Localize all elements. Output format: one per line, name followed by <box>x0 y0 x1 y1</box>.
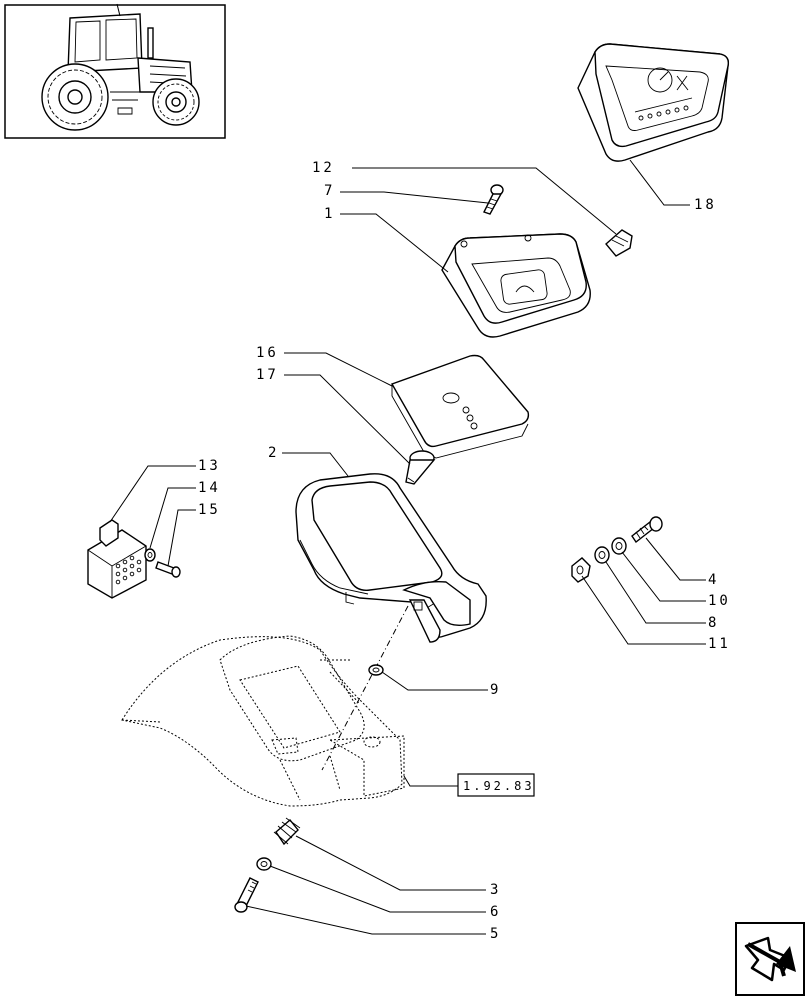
part-13-block <box>87 519 147 599</box>
callout-6: 6 <box>490 904 501 920</box>
part-4-bolt <box>631 516 663 544</box>
callout-5: 5 <box>490 926 501 942</box>
part-1-cluster-housing <box>441 233 591 338</box>
assembly-axis-line <box>321 605 409 771</box>
part-10-washer <box>611 537 627 555</box>
part-14-washer <box>144 548 156 562</box>
part-7-screw <box>483 184 504 215</box>
callout-13: 13 <box>198 458 221 474</box>
callout-16: 16 <box>256 345 279 361</box>
callout-4: 4 <box>708 572 719 588</box>
callout-7: 7 <box>324 183 335 199</box>
callout-9: 9 <box>490 682 501 698</box>
part-3-spring <box>273 817 301 846</box>
part-17-knob <box>405 450 436 485</box>
part-11-nut <box>571 557 591 583</box>
next-page-arrow-icon[interactable] <box>735 922 805 996</box>
callout-12: 12 <box>312 160 335 176</box>
tractor-thumbnail <box>4 3 226 139</box>
part-8-washer <box>594 546 610 564</box>
callout-11: 11 <box>708 636 731 652</box>
part-9-washer <box>368 664 384 676</box>
part-18-instrument-cluster <box>577 43 730 162</box>
dashboard-outline <box>121 635 405 807</box>
callout-8: 8 <box>708 615 719 631</box>
callout-2: 2 <box>268 445 279 461</box>
callout-1: 1 <box>324 206 335 222</box>
callout-14: 14 <box>198 480 221 496</box>
callout-3: 3 <box>490 882 501 898</box>
part-5-bolt <box>234 877 259 913</box>
part-15-screw <box>155 561 181 578</box>
block-dot-grid <box>115 555 142 585</box>
reference-box[interactable]: 1.92.83 <box>457 773 535 797</box>
callout-10: 10 <box>708 593 731 609</box>
leader-lines <box>109 159 706 935</box>
reference-box-label: 1.92.83 <box>463 779 535 793</box>
part-6-washer <box>256 857 272 871</box>
callout-18: 18 <box>694 197 717 213</box>
part-12-clip <box>605 229 633 257</box>
callout-15: 15 <box>198 502 221 518</box>
part-2-bezel-frame <box>295 473 487 643</box>
tractor-icon <box>41 3 200 131</box>
callout-17: 17 <box>256 367 279 383</box>
part-16-cover-plate <box>390 354 530 459</box>
callout-labels: 12 7 1 18 16 17 2 13 14 15 4 10 8 11 9 3… <box>198 160 731 942</box>
